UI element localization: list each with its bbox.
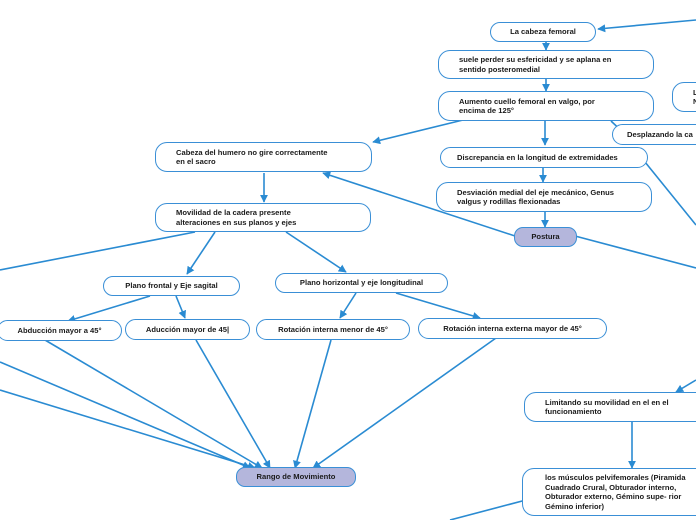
edge xyxy=(597,19,696,33)
edge xyxy=(285,231,347,273)
edge xyxy=(0,389,256,470)
node-musculos[interactable]: los músculos pelvifemorales (Piramida Cu… xyxy=(522,468,696,516)
edge xyxy=(67,295,151,323)
node-cabeza-femoral[interactable]: La cabeza femoral xyxy=(490,22,596,42)
edge xyxy=(175,295,186,319)
node-limitando[interactable]: Limitando su movilidad en el en el funci… xyxy=(524,392,696,422)
node-abduccion[interactable]: Abducción mayor a 45° xyxy=(0,320,122,341)
node-aduccion[interactable]: Aducción mayor de 45| xyxy=(125,319,250,340)
edge xyxy=(0,231,196,271)
edge xyxy=(186,231,216,275)
edge xyxy=(322,171,516,237)
node-plano-horizontal[interactable]: Plano horizontal y eje longitudinal xyxy=(275,273,448,293)
node-rotacion-externa[interactable]: Rotación interna externa mayor de 45° xyxy=(418,318,607,339)
edge xyxy=(44,339,263,469)
edge xyxy=(312,337,497,469)
edge xyxy=(195,339,271,469)
node-desviacion[interactable]: Desviación medial del eje mecánico, Genu… xyxy=(436,182,652,212)
node-aumento-cuello[interactable]: Aumento cuello femoral en valgo, por enc… xyxy=(438,91,654,121)
node-movilidad-cadera[interactable]: Movilidad de la cadera presente alteraci… xyxy=(155,203,371,232)
node-esfericidad[interactable]: suele perder su esfericidad y se aplana … xyxy=(438,50,654,79)
node-rango-movimiento[interactable]: Rango de Movimiento xyxy=(236,467,356,487)
edge xyxy=(0,361,251,469)
node-postura[interactable]: Postura xyxy=(514,227,577,247)
node-cabeza-humero[interactable]: Cabeza del humero no gire correctamente … xyxy=(155,142,372,172)
edge xyxy=(339,292,357,319)
node-discrepancia[interactable]: Discrepancia en la longitud de extremida… xyxy=(440,147,648,168)
edge xyxy=(675,379,696,393)
edge xyxy=(574,235,696,269)
edge xyxy=(644,161,696,226)
edge xyxy=(449,499,527,520)
node-plano-frontal[interactable]: Plano frontal y Eje sagital xyxy=(103,276,240,296)
edge xyxy=(372,119,464,145)
edge xyxy=(293,339,332,469)
node-partial-right[interactable]: L N xyxy=(672,82,696,112)
node-desplazando[interactable]: Desplazando la ca xyxy=(612,124,696,145)
edge xyxy=(395,292,481,320)
node-rotacion-interna[interactable]: Rotación interna menor de 45° xyxy=(256,319,410,340)
